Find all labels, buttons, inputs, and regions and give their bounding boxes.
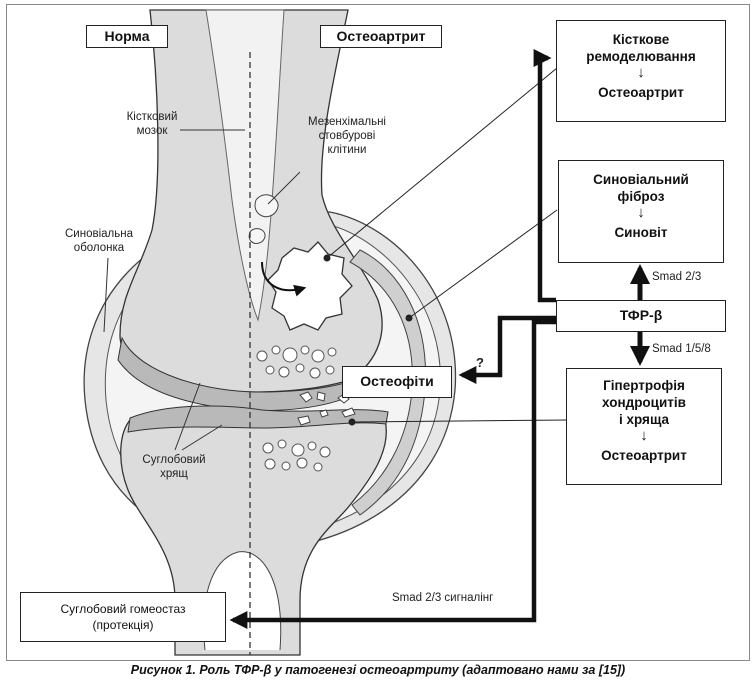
box-synovial-fibrosis: Синовіальний фіброз ↓ Синовіт (558, 160, 724, 263)
box-tgf-beta: ТФР-β (556, 300, 726, 332)
marrow-cavity (205, 9, 285, 322)
label-smad-2-3-signaling: Smad 2/3 сигналінг (392, 592, 494, 604)
header-normal: Норма (86, 25, 168, 48)
cartilage-fragments (297, 391, 356, 426)
box-osteophytes: Остеофіти (342, 366, 452, 398)
label-question-mark: ? (476, 355, 484, 370)
cell-migration-arrow (261, 261, 307, 297)
header-osteoarthritis: Остеоартрит (320, 25, 442, 48)
box-joint-homeostasis: Суглобовий гомеостаз (протекція) (20, 592, 226, 642)
down-arrow-icon: ↓ (640, 427, 648, 444)
osteophyte-mass (267, 241, 353, 331)
box-hypertrophy: Гіпертрофія хондроцитів і хряща ↓ Остеоа… (566, 368, 722, 485)
label-smad-1-5-8: Smad 1/5/8 (652, 343, 711, 355)
down-arrow-icon: ↓ (637, 64, 645, 81)
figure-caption: Рисунок 1. Роль ТФР-β у патогенезі остео… (130, 663, 626, 677)
figure-frame (6, 4, 750, 661)
box-bone-remodeling: Кісткове ремоделювання ↓ Остеоартрит (556, 20, 726, 122)
down-arrow-icon: ↓ (637, 204, 645, 221)
label-smad-2-3: Smad 2/3 (652, 271, 702, 283)
subchondral-cysts (256, 345, 337, 472)
